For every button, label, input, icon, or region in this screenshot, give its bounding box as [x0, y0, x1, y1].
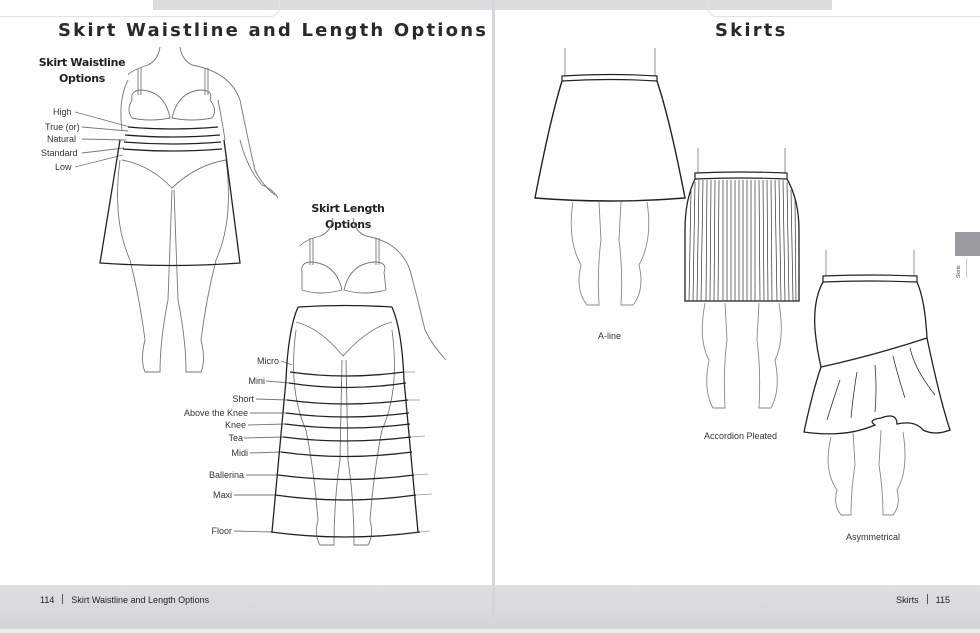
- caption-accordion-pleated: Accordion Pleated: [704, 431, 778, 441]
- length-figure-illustration: [233, 217, 447, 546]
- waistline-heading-line1: Skirt Waistline: [38, 56, 126, 69]
- waistline-label-low: Low: [55, 162, 72, 172]
- viewer-bottom-edge: [0, 629, 980, 633]
- waistline-label-high: High: [53, 107, 72, 117]
- accordion-pleated-skirt: [684, 148, 800, 409]
- page-title: Skirt Waistline and Length Options: [58, 20, 489, 41]
- viewer-frame-right: [707, 0, 980, 17]
- footer-separator: [926, 594, 928, 604]
- length-label-midi: Midi: [231, 448, 248, 458]
- footer-separator: [62, 594, 64, 604]
- length-label-tea: Tea: [228, 433, 243, 443]
- skirt-illustrations: [534, 48, 951, 516]
- length-label-micro: Micro: [257, 356, 279, 366]
- footer-right: Skirts 115: [495, 585, 980, 629]
- a-line-skirt: [534, 48, 686, 306]
- asymmetrical-skirt: [803, 250, 951, 516]
- waistline-label-natural: Natural: [47, 134, 77, 144]
- caption-asymmetrical: Asymmetrical: [846, 532, 901, 542]
- waistline-label-true: True (or): [45, 122, 80, 132]
- length-label-mini: Mini: [248, 376, 265, 386]
- page-number: 114: [40, 595, 55, 605]
- running-header: Skirt Waistline and Length Options: [71, 595, 210, 605]
- length-label-floor: Floor: [211, 526, 232, 536]
- viewer-frame-left: [0, 0, 280, 17]
- caption-a-line: A-line: [598, 331, 622, 341]
- footer-left: 114 Skirt Waistline and Length Options: [0, 585, 492, 629]
- waistline-heading: Skirt Waistline Options: [36, 55, 128, 87]
- length-label-ballerina: Ballerina: [208, 470, 244, 480]
- length-label-maxi: Maxi: [212, 490, 232, 500]
- page-number: 115: [935, 595, 950, 605]
- section-tab[interactable]: [955, 232, 980, 256]
- page-title: Skirts: [715, 20, 788, 41]
- length-heading: Skirt Length Options: [311, 202, 385, 231]
- page-115: Skirts: [495, 0, 980, 585]
- page-114: Skirt Waistline and Length Options Skirt…: [0, 0, 492, 585]
- section-tab-label: Skirts: [956, 258, 967, 278]
- length-label-knee: Knee: [224, 420, 246, 430]
- waistline-label-standard: Standard: [41, 148, 78, 158]
- waistline-heading-line2: Options: [58, 72, 106, 85]
- waistline-figure-illustration: [74, 46, 279, 373]
- running-header: Skirts: [896, 595, 919, 605]
- length-label-above-the-knee: Above the Knee: [183, 408, 248, 418]
- length-label-short: Short: [232, 394, 254, 404]
- page-gutter: [492, 0, 495, 633]
